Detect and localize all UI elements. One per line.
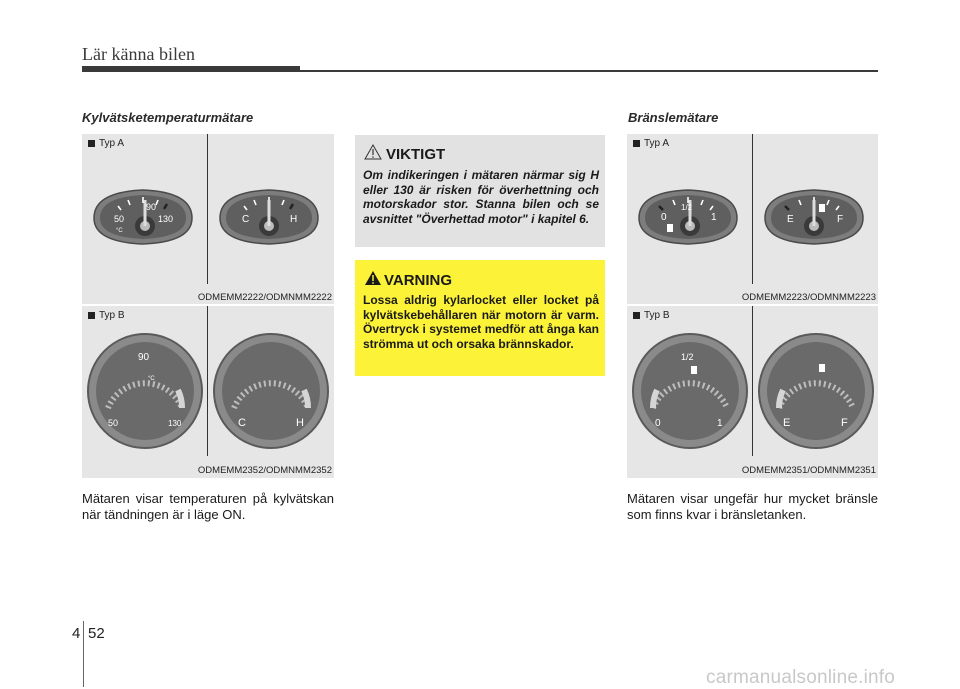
gauge-b1-left-label: 0 — [655, 418, 661, 429]
viktigt-text: Om indikeringen i mätaren närmar sig H e… — [363, 168, 599, 226]
square-bullet-icon — [633, 140, 640, 147]
coolant-gauge-a2: C H — [219, 189, 319, 245]
gauge-a2-left-label: C — [242, 214, 249, 225]
fuel-pump-icon — [819, 204, 825, 212]
coolant-gauge-b2: C H — [213, 333, 329, 449]
gauge-b2-right-label: F — [841, 417, 848, 429]
chapter-number: 4 — [72, 625, 81, 642]
caution-triangle-icon — [364, 144, 382, 160]
coolant-body-text: Mätaren visar temperaturen på kylvätskan… — [82, 491, 334, 522]
coolant-type-b-caption: ODMEMM2352/ODMNMM2352 — [197, 465, 332, 476]
figure-divider — [207, 306, 208, 456]
header-rule-thick — [82, 66, 300, 72]
coolant-figure-type-a: Typ A 90 50 130 °C C H ODMEMM2222/ODMNMM… — [82, 134, 334, 304]
fuel-type-a-caption: ODMEMM2223/ODMNMM2223 — [741, 292, 876, 303]
varning-notice-box — [355, 260, 605, 376]
gauge-b1-left-label: 50 — [108, 418, 118, 428]
gauge-a1-unit: °C — [116, 228, 123, 234]
gauge-a2-left-label: E — [787, 214, 794, 225]
gauge-b1-top-label: 90 — [138, 352, 150, 363]
type-a-label-text: Typ A — [644, 138, 670, 149]
figure-divider — [752, 134, 753, 284]
watermark: carmanualsonline.info — [706, 667, 896, 688]
fuel-gauge-a1: 1/2 0 1 — [638, 189, 738, 245]
coolant-figure-type-b: Typ B 90 °C 50 130 C H ODMEMM2352/ODMNMM… — [82, 306, 334, 478]
type-b-label: Typ B — [88, 310, 125, 321]
fuel-pump-icon — [667, 224, 673, 232]
fuel-gauge-b1: 1/2 0 1 — [632, 333, 748, 449]
page-number: 52 — [88, 625, 105, 642]
square-bullet-icon — [88, 312, 95, 319]
fuel-section-title: Bränslemätare — [628, 110, 719, 125]
fuel-body-text: Mätaren visar ungefär hur mycket bränsle… — [627, 491, 878, 522]
gauge-a1-top-label: 90 — [146, 202, 156, 212]
gauge-a1-right-label: 1 — [711, 212, 717, 223]
varning-text: Lossa aldrig kylarlocket eller locket på… — [363, 293, 599, 351]
type-a-label: Typ A — [633, 138, 669, 149]
gauge-b1-top-label: 1/2 — [681, 352, 694, 362]
gauge-b1-right-label: 130 — [168, 419, 182, 428]
type-a-label: Typ A — [88, 138, 124, 149]
gauge-a1-left-label: 0 — [661, 212, 667, 223]
gauge-b1-unit: °C — [148, 376, 155, 382]
varning-title: VARNING — [384, 272, 453, 289]
gauge-a1-top-label: 1/2 — [681, 203, 693, 212]
type-b-label-text: Typ B — [99, 310, 125, 321]
gauge-b2-right-label: H — [296, 417, 304, 429]
fuel-gauge-a2: E F — [764, 189, 864, 245]
fuel-pump-icon — [819, 364, 825, 372]
coolant-gauge-b1: 90 °C 50 130 — [87, 333, 203, 449]
gauge-a1-left-label: 50 — [114, 214, 124, 224]
viktigt-title: VIKTIGT — [386, 146, 446, 163]
fuel-gauge-b2: E F — [758, 333, 874, 449]
warning-triangle-icon — [365, 271, 381, 285]
page-number-divider — [83, 621, 84, 687]
type-a-label-text: Typ A — [99, 138, 125, 149]
fuel-figure-type-a: Typ A 1/2 0 1 E F ODMEMM2223/ODMNMM2223 — [627, 134, 878, 304]
coolant-gauge-a1: 90 50 130 °C — [93, 189, 193, 245]
gauge-b2-left-label: C — [238, 417, 246, 429]
figure-divider — [207, 134, 208, 284]
coolant-section-title: Kylvätsketemperaturmätare — [82, 110, 254, 125]
gauge-a1-right-label: 130 — [158, 214, 173, 224]
gauge-b2-left-label: E — [783, 417, 790, 429]
fuel-pump-icon — [691, 366, 697, 374]
coolant-type-a-caption: ODMEMM2222/ODMNMM2222 — [197, 292, 332, 303]
page-header-title: Lär känna bilen — [82, 44, 195, 64]
square-bullet-icon — [633, 312, 640, 319]
gauge-b1-right-label: 1 — [717, 418, 723, 429]
viktigt-notice-box — [355, 135, 605, 247]
figure-divider — [752, 306, 753, 456]
gauge-a2-right-label: H — [290, 214, 297, 225]
fuel-type-b-caption: ODMEMM2351/ODMNMM2351 — [741, 465, 876, 476]
header-rule-thin — [300, 70, 878, 72]
type-b-label-text: Typ B — [644, 310, 670, 321]
square-bullet-icon — [88, 140, 95, 147]
fuel-figure-type-b: Typ B 1/2 0 1 E F ODMEMM2351/ODMNMM2351 — [627, 306, 878, 478]
type-b-label: Typ B — [633, 310, 670, 321]
gauge-a2-right-label: F — [837, 214, 843, 225]
